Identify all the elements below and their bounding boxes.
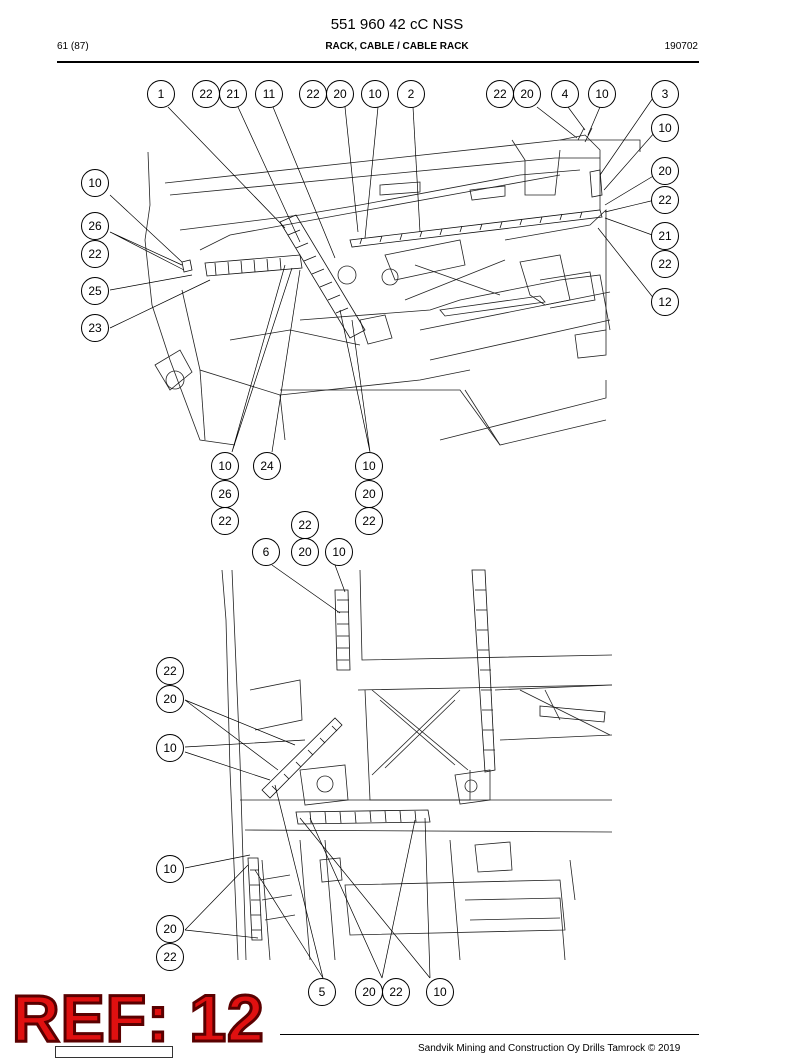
leader-lines [109,94,656,979]
lower-cable-racks [247,569,606,941]
callout-10: 10 [426,978,454,1006]
document-date: 190702 [664,41,698,52]
callout-10: 10 [211,452,239,480]
callout-20: 20 [156,685,184,713]
page-number: 61 (87) [57,41,89,52]
page-header: 551 960 42 cC NSS 61 (87) RACK, CABLE / … [0,0,794,70]
callout-20: 20 [156,915,184,943]
callout-20: 20 [326,80,354,108]
upper-cable-racks [181,127,603,339]
cable-rack-drawing [109,94,656,979]
callout-10: 10 [81,169,109,197]
callout-12: 12 [651,288,679,316]
callout-20: 20 [291,538,319,566]
callout-24: 24 [253,452,281,480]
callout-22: 22 [291,511,319,539]
callout-11: 11 [255,80,283,108]
callout-22: 22 [355,507,383,535]
document-code: 551 960 42 cC NSS [330,16,464,33]
callout-22: 22 [192,80,220,108]
callout-22: 22 [211,507,239,535]
upper-frame-view [144,134,641,446]
callout-10: 10 [651,114,679,142]
callout-10: 10 [325,538,353,566]
page-title: RACK, CABLE / CABLE RACK [325,41,469,52]
callout-10: 10 [361,80,389,108]
callout-6: 6 [252,538,280,566]
callout-25: 25 [81,277,109,305]
callout-23: 23 [81,314,109,342]
callout-5: 5 [308,978,336,1006]
callout-22: 22 [651,250,679,278]
callout-22: 22 [651,186,679,214]
callout-21: 21 [219,80,247,108]
callout-26: 26 [81,212,109,240]
callout-22: 22 [299,80,327,108]
callout-20: 20 [651,157,679,185]
callout-4: 4 [551,80,579,108]
callout-26: 26 [211,480,239,508]
callout-22: 22 [382,978,410,1006]
callout-1: 1 [147,80,175,108]
footer-divider [280,1034,699,1035]
header-divider [57,61,699,63]
callout-3: 3 [651,80,679,108]
callout-21: 21 [651,222,679,250]
callout-20: 20 [355,480,383,508]
footer-copyright: Sandvik Mining and Construction Oy Drill… [418,1043,681,1054]
callout-10: 10 [156,855,184,883]
lower-frame-view [221,569,613,961]
callout-22: 22 [486,80,514,108]
callout-10: 10 [588,80,616,108]
ref-stamp: REF: 12 [11,981,266,1055]
callout-22: 22 [156,657,184,685]
callout-2: 2 [397,80,425,108]
callout-22: 22 [81,240,109,268]
callout-20: 20 [513,80,541,108]
callout-10: 10 [156,734,184,762]
callout-10: 10 [355,452,383,480]
callout-22: 22 [156,943,184,971]
callout-20: 20 [355,978,383,1006]
